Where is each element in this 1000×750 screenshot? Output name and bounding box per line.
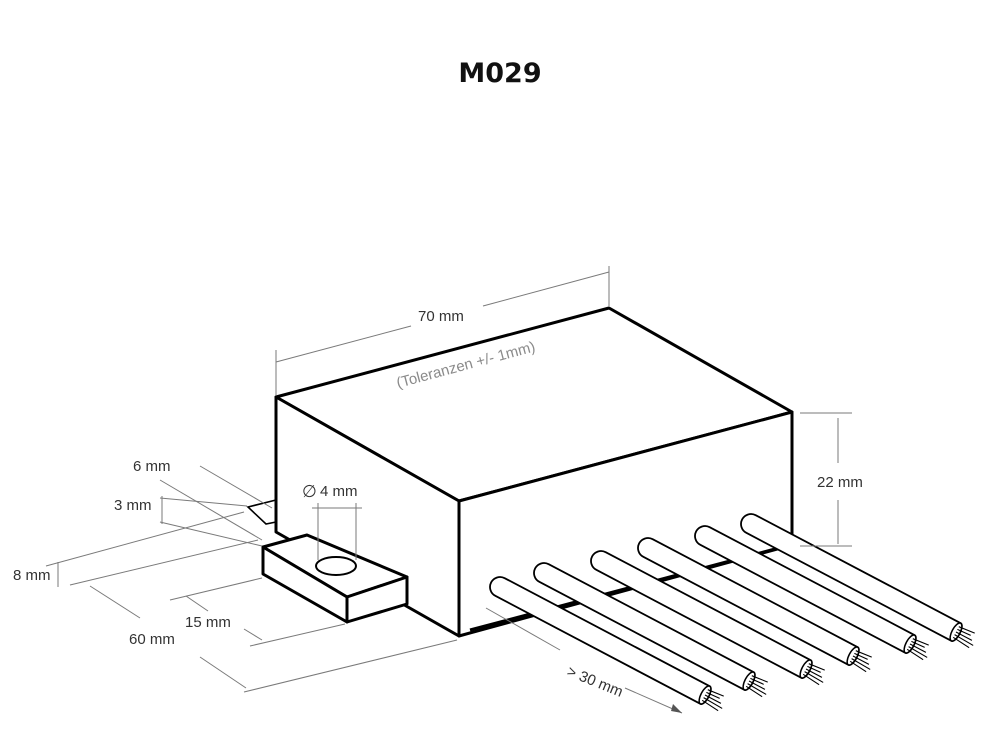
tab-rear-edge xyxy=(246,499,277,525)
depth-label: 60 mm xyxy=(129,631,175,648)
diameter-symbol: ∅ xyxy=(302,482,317,501)
wire-bundle xyxy=(469,513,975,712)
tab-offset-label: 6 mm xyxy=(133,458,171,475)
mounting-hole xyxy=(315,556,357,576)
wire-3 xyxy=(590,550,825,686)
length-label: 70 mm xyxy=(418,308,464,325)
wire-6 xyxy=(740,513,975,649)
wire-length-label: > 30 mm xyxy=(565,663,626,701)
tab-side-face xyxy=(345,575,409,624)
drawing-title: M029 xyxy=(458,58,542,89)
dimension-lines xyxy=(45,266,852,714)
height-label: 22 mm xyxy=(817,474,863,491)
wire-4 xyxy=(637,537,872,673)
tab-width-label: 8 mm xyxy=(13,567,51,584)
mounting-tab xyxy=(246,499,409,624)
wire-2 xyxy=(533,562,768,698)
hole-diameter-label: 4 mm xyxy=(320,483,358,500)
wire-1 xyxy=(489,576,724,712)
tab-thickness-label: 3 mm xyxy=(114,497,152,514)
wire-5 xyxy=(694,525,929,661)
tab-length-label: 15 mm xyxy=(185,614,231,631)
